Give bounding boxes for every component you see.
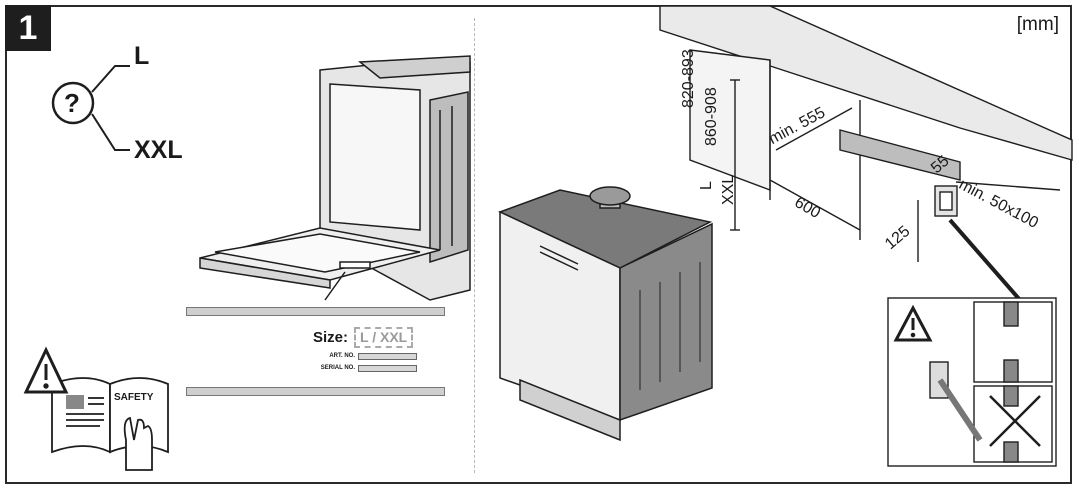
serial-no-field bbox=[358, 365, 417, 372]
art-no-label: ART. NO. bbox=[329, 353, 355, 359]
serial-no-label: SERIAL NO. bbox=[320, 365, 355, 371]
height-xxl-tag: XXL bbox=[720, 174, 737, 205]
dishwasher-open-door-illustration bbox=[199, 55, 471, 301]
socket-detail-panel bbox=[887, 297, 1057, 467]
installation-niche-diagram bbox=[659, 5, 1073, 302]
step-number: 1 bbox=[18, 8, 38, 47]
size-field: Size: L / XXL bbox=[313, 327, 414, 348]
label-plate-bar-top bbox=[186, 307, 445, 316]
height-l-dimension: 820-893 bbox=[680, 49, 697, 108]
size-l-label: L bbox=[134, 42, 150, 70]
safety-manual-icon bbox=[23, 346, 169, 471]
label-plate-bar-bottom bbox=[186, 387, 445, 396]
dishwasher-front-illustration bbox=[498, 186, 713, 442]
size-field-value: L / XXL bbox=[354, 327, 414, 348]
question-mark: ? bbox=[64, 88, 80, 118]
safety-label: SAFETY bbox=[114, 392, 154, 403]
question-icon bbox=[51, 65, 130, 151]
size-field-label: Size: bbox=[313, 329, 349, 346]
units-label: [mm] bbox=[1016, 14, 1059, 35]
art-no-field bbox=[358, 353, 417, 360]
step-number-badge: 1 bbox=[5, 5, 51, 51]
illustration-frame bbox=[5, 5, 1072, 484]
panel-divider bbox=[474, 18, 475, 473]
height-l-tag: L bbox=[698, 181, 715, 190]
size-xxl-label: XXL bbox=[134, 136, 183, 164]
height-xxl-dimension: 860-908 bbox=[703, 87, 720, 146]
